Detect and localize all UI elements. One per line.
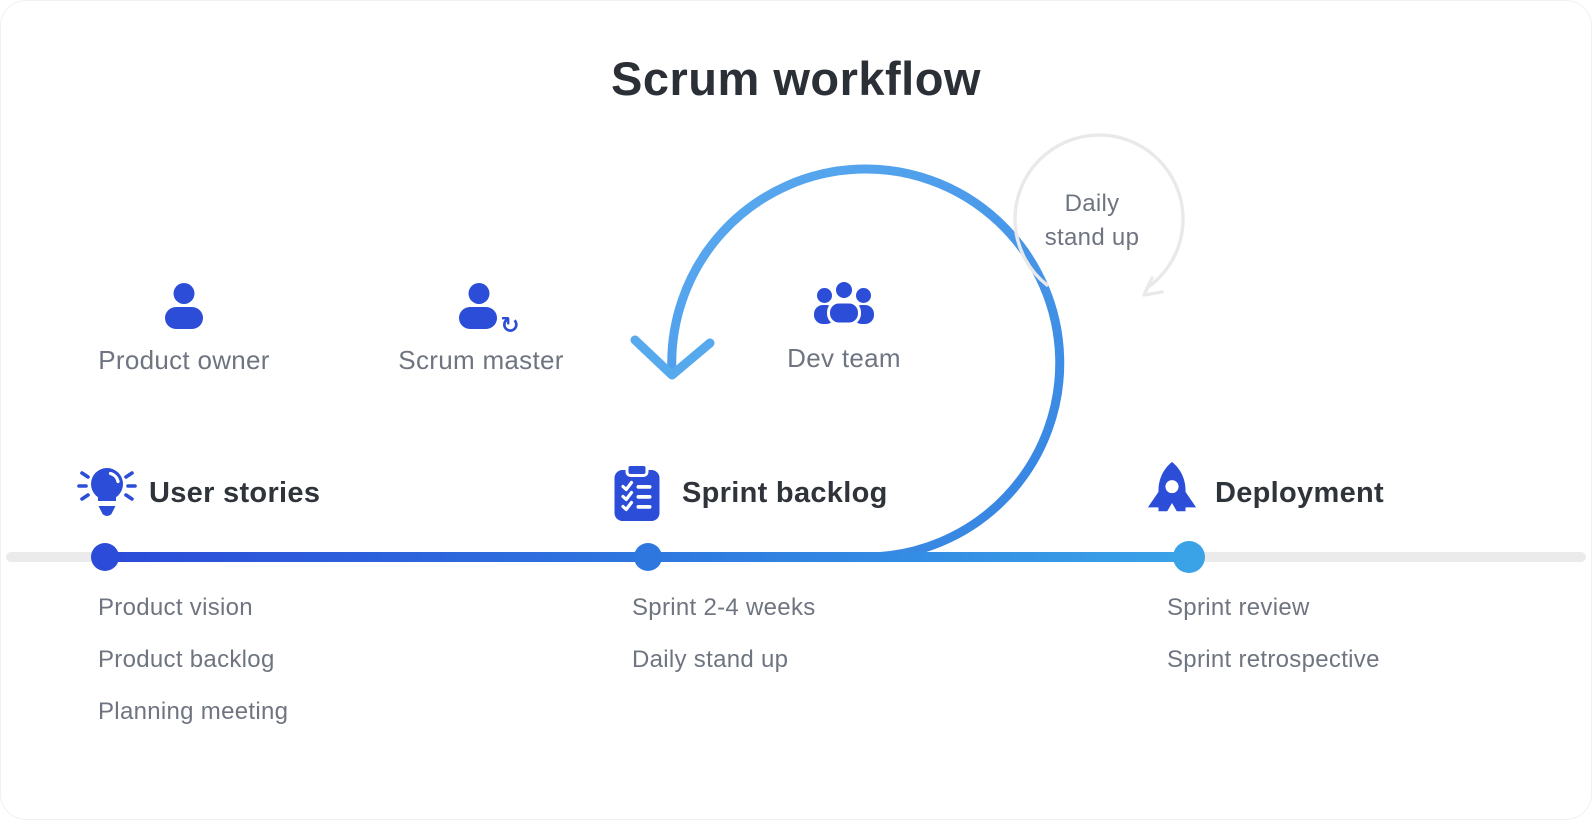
role-label: Scrum master	[398, 345, 564, 375]
daily-standup-arrowhead-icon	[1142, 276, 1164, 297]
user-stories-list: Product vision Product backlog Planning …	[98, 595, 288, 751]
milestone-title-deployment: Deployment	[1215, 477, 1384, 509]
page-title: Scrum workflow	[610, 52, 981, 105]
list-item: Product backlog	[98, 646, 275, 673]
user-sync-icon: ↻	[455, 277, 524, 340]
daily-standup-label: Daily stand up	[1004, 187, 1180, 255]
list-item: Daily stand up	[632, 646, 789, 673]
list-item: Sprint retrospective	[1167, 646, 1380, 673]
timeline-dot-user-stories	[91, 543, 119, 571]
role-product-owner: Product owner	[64, 277, 304, 376]
user-icon	[158, 277, 210, 333]
daily-standup-line1: Daily	[1064, 190, 1120, 217]
list-item: Sprint review	[1167, 594, 1310, 621]
timeline-dot-deployment	[1173, 541, 1205, 573]
users-icon	[811, 275, 877, 331]
role-scrum-master: ↻ Scrum master	[361, 277, 601, 376]
clipboard-checklist-icon	[612, 463, 662, 528]
rocket-icon	[1145, 459, 1199, 526]
lightbulb-icon	[77, 459, 137, 528]
deployment-list: Sprint review Sprint retrospective	[1167, 595, 1380, 699]
sprint-backlog-list: Sprint 2-4 weeks Daily stand up	[632, 595, 816, 699]
list-item: Planning meeting	[98, 698, 289, 725]
timeline-dot-sprint-backlog	[634, 543, 662, 571]
role-label: Product owner	[98, 345, 270, 375]
role-dev-team: Dev team	[724, 275, 964, 374]
milestone-title-sprint-backlog: Sprint backlog	[682, 477, 888, 509]
list-item: Product vision	[98, 594, 253, 621]
milestone-title-user-stories: User stories	[149, 477, 321, 509]
daily-standup-cycle-arc	[1013, 133, 1185, 290]
role-label: Dev team	[787, 343, 901, 373]
sprint-loop-arrowhead-icon	[630, 335, 715, 380]
sync-icon: ↻	[496, 312, 524, 340]
daily-standup-line2: stand up	[1044, 224, 1140, 251]
sprint-loop-arc	[667, 164, 1065, 562]
list-item: Sprint 2-4 weeks	[632, 594, 816, 621]
